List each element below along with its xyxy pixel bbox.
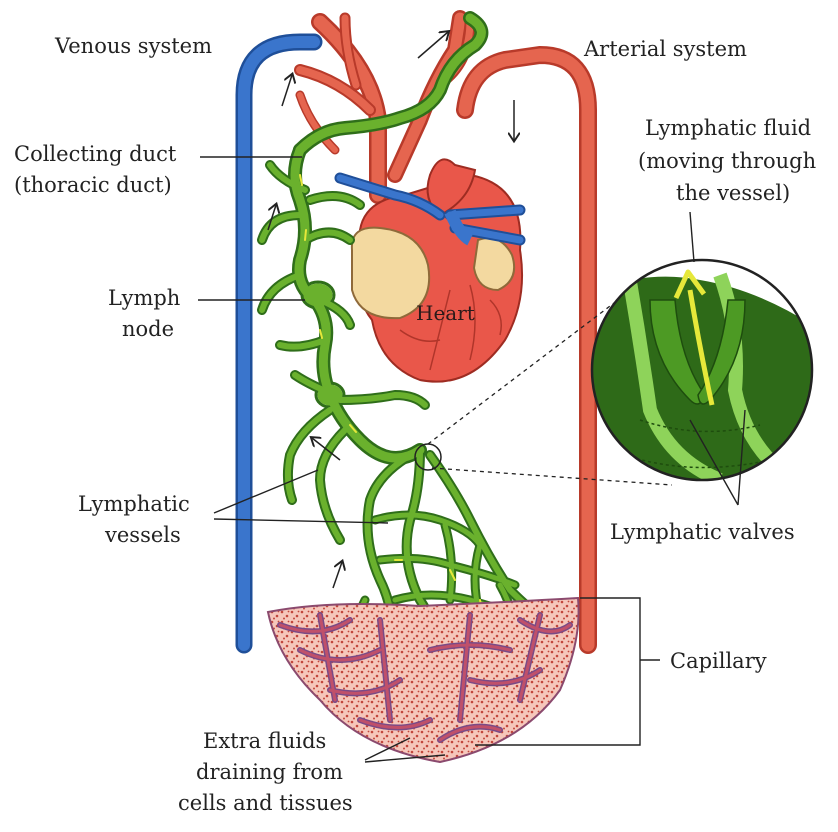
lymph-node (304, 284, 332, 306)
leader-lymphatic-fluid (690, 212, 694, 262)
venous-system-label: Venous system (55, 31, 212, 61)
heart: Heart (340, 159, 522, 381)
lymphatic-fluid-label: Lymphatic fluid (645, 113, 811, 143)
lymph-node-label: Lymph (108, 283, 180, 313)
lymphatic-vessels-label: Lymphatic (78, 489, 190, 519)
collecting-duct-label: Collecting duct (14, 139, 176, 169)
arterial-system-label: Arterial system (584, 34, 747, 64)
heart-label: Heart (416, 301, 475, 325)
flow-arrow-icon (282, 75, 292, 106)
lymphatic-valves-label: Lymphatic valves (610, 517, 795, 547)
lymphatic-fluid-label-2: (moving through (638, 146, 816, 176)
lymphatic-vessels-label-2: vessels (105, 520, 181, 550)
extra-fluids-label-3: cells and tissues (178, 788, 353, 818)
extra-fluids-label: Extra fluids (203, 726, 326, 756)
flow-arrow-icon (333, 562, 342, 588)
collecting-duct-sublabel: (thoracic duct) (14, 170, 172, 200)
lymph-node-label-2: node (122, 314, 174, 344)
lymphatic-fluid-label-3: the vessel) (676, 178, 790, 208)
capillary-label: Capillary (670, 646, 767, 676)
extra-fluids-label-2: draining from (196, 757, 343, 787)
